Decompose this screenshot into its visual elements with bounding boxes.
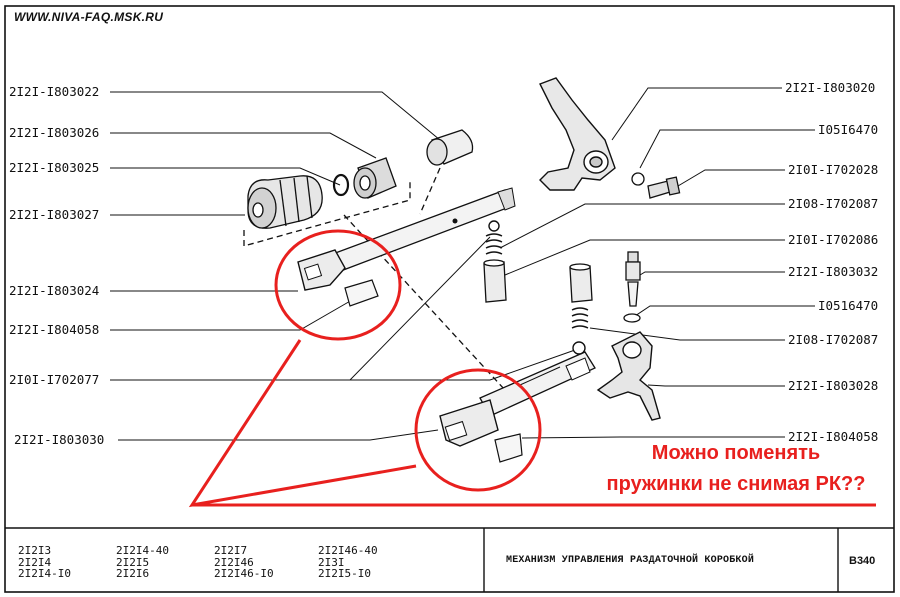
model-code: 2I2I46-I0	[214, 567, 274, 580]
threaded-plug	[625, 251, 641, 307]
oil-seal	[353, 157, 397, 199]
plunger-upper	[483, 259, 507, 303]
annotation-line-1: Можно поменять	[651, 442, 821, 464]
selector-rod-rear	[297, 187, 516, 307]
part-label-left: 2I2I-I803025	[9, 160, 100, 175]
part-label-left: 2I0I-I702077	[9, 372, 100, 387]
drawing-frame	[4, 5, 895, 593]
model-code: 2I2I4-40	[116, 544, 169, 557]
part-label-left: 2I2I-I803026	[9, 125, 100, 140]
bushing	[426, 129, 474, 166]
part-label-right: 2I2I-I804058	[788, 429, 879, 444]
model-code: 2I2I4	[18, 555, 52, 569]
model-code: 2I2I5-I0	[318, 567, 371, 580]
part-label-right: I0516470	[818, 298, 879, 313]
drawing-title: МЕХАНИЗМ УПРАВЛЕНИЯ РАЗДАТОЧНОЙ КОРОБКОЙ	[506, 555, 755, 566]
part-label-left: 2I2I-I803030	[14, 432, 105, 447]
washer-lower	[623, 313, 641, 323]
part-label-right: 2I0I-I702086	[788, 232, 879, 247]
plunger-lower	[569, 263, 593, 303]
part-label-left: 2I2I-I804058	[9, 322, 100, 337]
spring-lower	[571, 307, 589, 355]
assembly-dashed-lines	[243, 167, 506, 391]
site-url: WWW.NIVA-FAQ.MSK.RU	[14, 10, 164, 24]
part-label-left: 2I2I-I803027	[9, 207, 100, 222]
spring-upper	[485, 220, 503, 255]
annotation-text: Можно поменять пружинки не снимая РК??	[576, 438, 896, 500]
part-label-right: 2I0I-I702028	[788, 162, 879, 177]
model-code: 2I2I46-40	[318, 544, 378, 557]
rubber-boot	[247, 175, 323, 229]
part-label-right: 2I2I-I803032	[788, 264, 879, 279]
model-code: 2I2I4-I0	[18, 567, 71, 580]
part-label-left: 2I2I-I803024	[9, 283, 100, 298]
leader-lines	[110, 87, 815, 441]
part-label-right: 2I08-I702087	[788, 196, 879, 211]
selector-rod-front	[439, 351, 596, 463]
model-code: 2I2I5	[116, 555, 150, 569]
part-label-right: I05I6470	[818, 122, 879, 137]
shift-fork-lower	[596, 331, 661, 421]
shift-fork-upper	[539, 77, 616, 191]
annotation-line-2: пружинки не снимая РК??	[606, 473, 866, 495]
o-ring	[332, 173, 350, 197]
model-code: 2I2I7	[214, 544, 248, 557]
annotation-marks	[188, 229, 876, 508]
model-code: 2I2I6	[116, 567, 150, 580]
washer-upper	[631, 172, 645, 186]
part-label-left: 2I2I-I803022	[9, 84, 100, 99]
part-label-right: 2I2I-I803028	[788, 378, 879, 393]
model-code: 2I2I3	[18, 544, 52, 557]
part-label-right: 2I08-I702087	[788, 332, 879, 347]
bolt	[647, 176, 681, 199]
model-code: 2I3I	[318, 555, 345, 569]
drawing-code: B340	[849, 555, 876, 567]
part-label-right: 2I2I-I803020	[785, 80, 876, 95]
model-code: 2I2I46	[214, 555, 254, 569]
